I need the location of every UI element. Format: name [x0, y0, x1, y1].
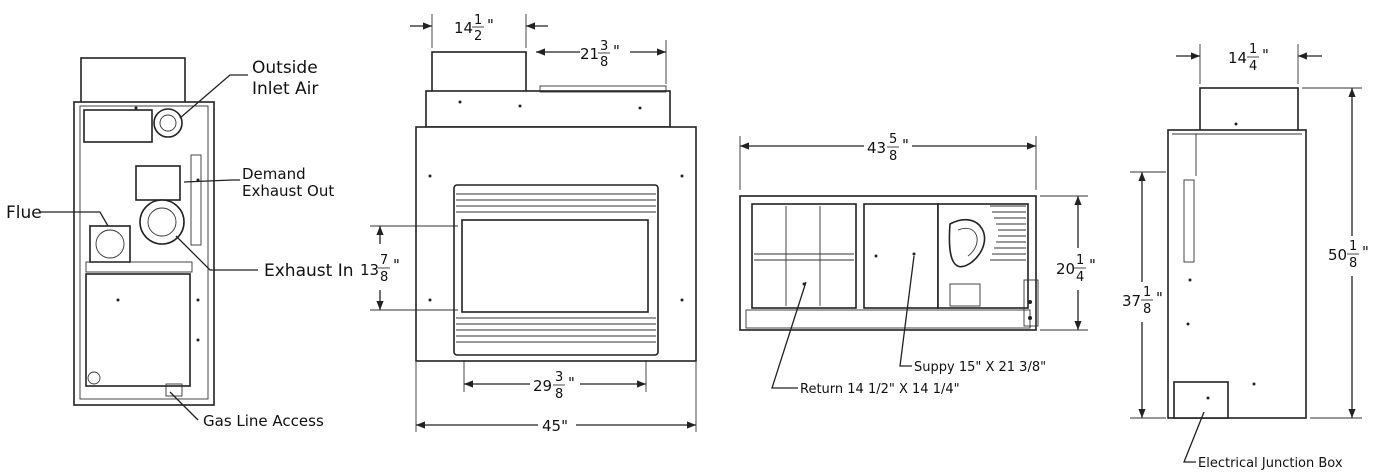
front-collar-dim-den: 2: [474, 29, 482, 44]
right-collar-dim-unit: ": [1262, 46, 1269, 64]
front-offset-dim-whole: 21: [580, 45, 599, 63]
return-label: Return 14 1/2" X 14 1/4": [800, 382, 960, 397]
front-collar-dim-unit: ": [487, 16, 494, 34]
gas-line-access-label: Gas Line Access: [203, 412, 324, 430]
right-overall-dim-den: 8: [1349, 256, 1357, 271]
front-width-dim-whole: 29: [533, 377, 552, 395]
exhaust-in-label: Exhaust In: [264, 261, 353, 281]
front-height-dim-den: 8: [380, 270, 388, 285]
right-collar-dim-whole: 14: [1228, 49, 1247, 67]
top-width-dim-whole: 43: [867, 139, 886, 157]
front-view: 14 1 2 " 21 3 8 " 13 7 8 " 29 3 8 " 45": [360, 13, 697, 435]
exhaust-in-collar: [139, 199, 185, 245]
top-width-dim-unit: ": [902, 136, 909, 154]
right-overall-dim-num: 1: [1349, 239, 1357, 254]
right-collar-dim-den: 4: [1249, 59, 1257, 74]
front-width-dim-den: 8: [555, 387, 563, 402]
front-height-dim-num: 7: [380, 253, 388, 268]
front-height-dim-unit: ": [393, 256, 400, 274]
right-lower-dim-whole: 37: [1122, 292, 1141, 310]
flue-collar: [89, 225, 131, 263]
flue-label: Flue: [6, 203, 42, 223]
front-width-dim-unit: ": [568, 374, 575, 392]
right-collar: [1199, 87, 1299, 133]
demand-exhaust-box: [135, 165, 181, 201]
front-collar-dim-whole: 14: [454, 19, 473, 37]
side-top-collar: [80, 57, 186, 104]
demand-exhaust-label-2: Exhaust Out: [242, 182, 334, 200]
front-width-dim-num: 3: [555, 370, 563, 385]
outside-inlet-air-label-1: Outside: [252, 58, 318, 78]
side-top-box: [83, 109, 153, 143]
outside-inlet-air-label-2: Inlet Air: [252, 79, 318, 99]
electrical-junction-box-label: Electrical Junction Box: [1198, 456, 1343, 471]
right-view: 14 1 4 " 37 1 8 " 50 1 8 " Electrical Ju…: [1122, 42, 1369, 471]
top-depth-dim-num: 1: [1076, 253, 1084, 268]
supply-label: Suppy 15" X 21 3/8": [914, 360, 1046, 375]
front-glass: [461, 219, 649, 313]
right-overall-dim-whole: 50: [1328, 246, 1347, 264]
front-collar: [431, 51, 527, 93]
right-lower-dim-den: 8: [1143, 302, 1151, 317]
right-body: [1167, 129, 1307, 419]
right-lower-dim-unit: ": [1156, 289, 1163, 307]
right-overall-dim-unit: ": [1362, 243, 1369, 261]
front-offset-dim-num: 3: [600, 39, 608, 54]
front-offset-dim-unit: ": [613, 42, 620, 60]
outside-inlet-collar: [153, 108, 183, 138]
front-overall-width-dim: 45": [542, 417, 568, 435]
top-depth-dim-whole: 20: [1056, 260, 1075, 278]
right-collar-dim-num: 1: [1249, 42, 1257, 57]
top-depth-dim-unit: ": [1089, 256, 1096, 274]
top-view: 43 5 8 " 20 1 4 " Suppy 15" X 21 3/8" Re…: [739, 132, 1096, 397]
top-width-dim-den: 8: [889, 149, 897, 164]
side-view: Outside Inlet Air Demand Exhaust Out Flu…: [6, 57, 353, 430]
front-height-dim-whole: 13: [360, 261, 379, 279]
right-lower-dim-num: 1: [1143, 285, 1151, 300]
front-collar-dim-num: 1: [474, 13, 482, 28]
return-duct: [751, 203, 857, 309]
side-lower-panel: [85, 273, 191, 387]
electrical-junction-box: [1173, 381, 1229, 419]
front-offset-dim-den: 8: [600, 55, 608, 70]
top-depth-dim-den: 4: [1076, 270, 1084, 285]
front-top-box: [425, 90, 671, 128]
top-width-dim-num: 5: [889, 132, 897, 147]
demand-exhaust-label-1: Demand: [242, 165, 306, 183]
